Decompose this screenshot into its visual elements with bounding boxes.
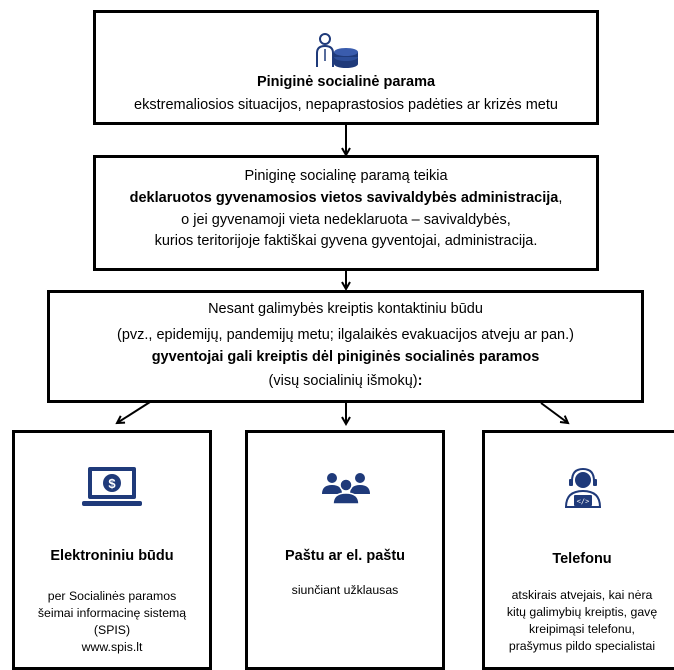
option-phone-desc-line: atskirais atvejais, kai nėra — [511, 588, 653, 602]
option-phone-box: </> Telefonu atskirais atvejais, kai nėr… — [482, 430, 674, 670]
option-post-desc-line: siunčiant užklausas — [291, 583, 399, 597]
svg-text:</>: </> — [577, 498, 590, 506]
option-post-title: Paštu ar el. paštu — [284, 548, 406, 564]
option-phone-desc-line: prašymus pildo specialistai — [508, 638, 656, 653]
top-box-subtitle: ekstremaliosios situacijos, nepaprastosi… — [134, 97, 558, 113]
admin-line-2-rest: , — [558, 189, 563, 206]
connector-arrows — [0, 124, 674, 655]
arrow-contact-to-phone — [540, 402, 568, 423]
specialist-headset-icon: </> — [563, 465, 603, 514]
option-post-box: Paštu ar el. paštu siunčiant užklausas — [245, 430, 445, 670]
admin-line-1: Piniginę socialinę paramą teikia — [244, 168, 448, 184]
top-box-title: Piniginė socialinė parama — [256, 74, 436, 90]
option-electronic-desc-line: per Socialinės paramos — [47, 589, 177, 603]
contact-line-4: (visų socialinių išmokų): — [50, 371, 641, 393]
option-electronic-desc-line: www.spis.lt — [81, 639, 143, 654]
contact-line-1: Nesant galimybės kreiptis kontaktiniu bū… — [208, 301, 483, 317]
admin-box: Piniginę socialinę paramą teikia deklaru… — [93, 155, 599, 271]
contact-line-4-text: (visų socialinių išmokų) — [268, 373, 418, 390]
contact-line-2: (pvz., epidemijų, pandemijų metu; ilgala… — [117, 326, 574, 343]
admin-line-2-bold: deklaruotos gyvenamosios vietos savivald… — [129, 189, 559, 206]
option-phone-title: Telefonu — [552, 551, 612, 567]
option-electronic-box: $ Elektroniniu būdu per Socialinės param… — [12, 430, 212, 670]
admin-line-4: kurios teritorijoje faktiškai gyvena gyv… — [154, 233, 538, 250]
option-electronic-desc: per Socialinės paramos šeimai informacin… — [15, 588, 209, 656]
admin-line-2: deklaruotos gyvenamosios vietos savivald… — [96, 188, 596, 210]
contact-line-3: gyventojai gali kreiptis dėl piniginės s… — [151, 348, 540, 365]
option-electronic-desc-line: (SPIS) — [93, 622, 131, 637]
option-phone-desc-line: kitų galimybių kreiptis, gavę — [506, 604, 658, 619]
admin-line-3: o jei gyvenamoji vieta nedeklaruota – sa… — [181, 211, 511, 228]
svg-text:$: $ — [108, 476, 116, 491]
arrow-contact-to-electronic — [117, 401, 151, 423]
top-box: Piniginė socialinė parama ekstremaliosio… — [93, 10, 599, 125]
option-electronic-desc-line: šeimai informacinę sistemą — [37, 605, 187, 620]
option-electronic-title: Elektroniniu būdu — [50, 548, 174, 564]
option-phone-desc-line: kreipimąsi telefonu, — [529, 621, 635, 636]
laptop-dollar-icon: $ — [82, 465, 142, 514]
option-phone-desc: atskirais atvejais, kai nėra kitų galimy… — [485, 587, 674, 655]
contact-box: Nesant galimybės kreiptis kontaktiniu bū… — [47, 290, 644, 403]
people-group-icon — [318, 468, 374, 513]
option-post-desc: siunčiant užklausas — [248, 582, 442, 599]
contact-line-4-colon: : — [417, 373, 423, 390]
person-with-coins-icon — [313, 31, 361, 76]
